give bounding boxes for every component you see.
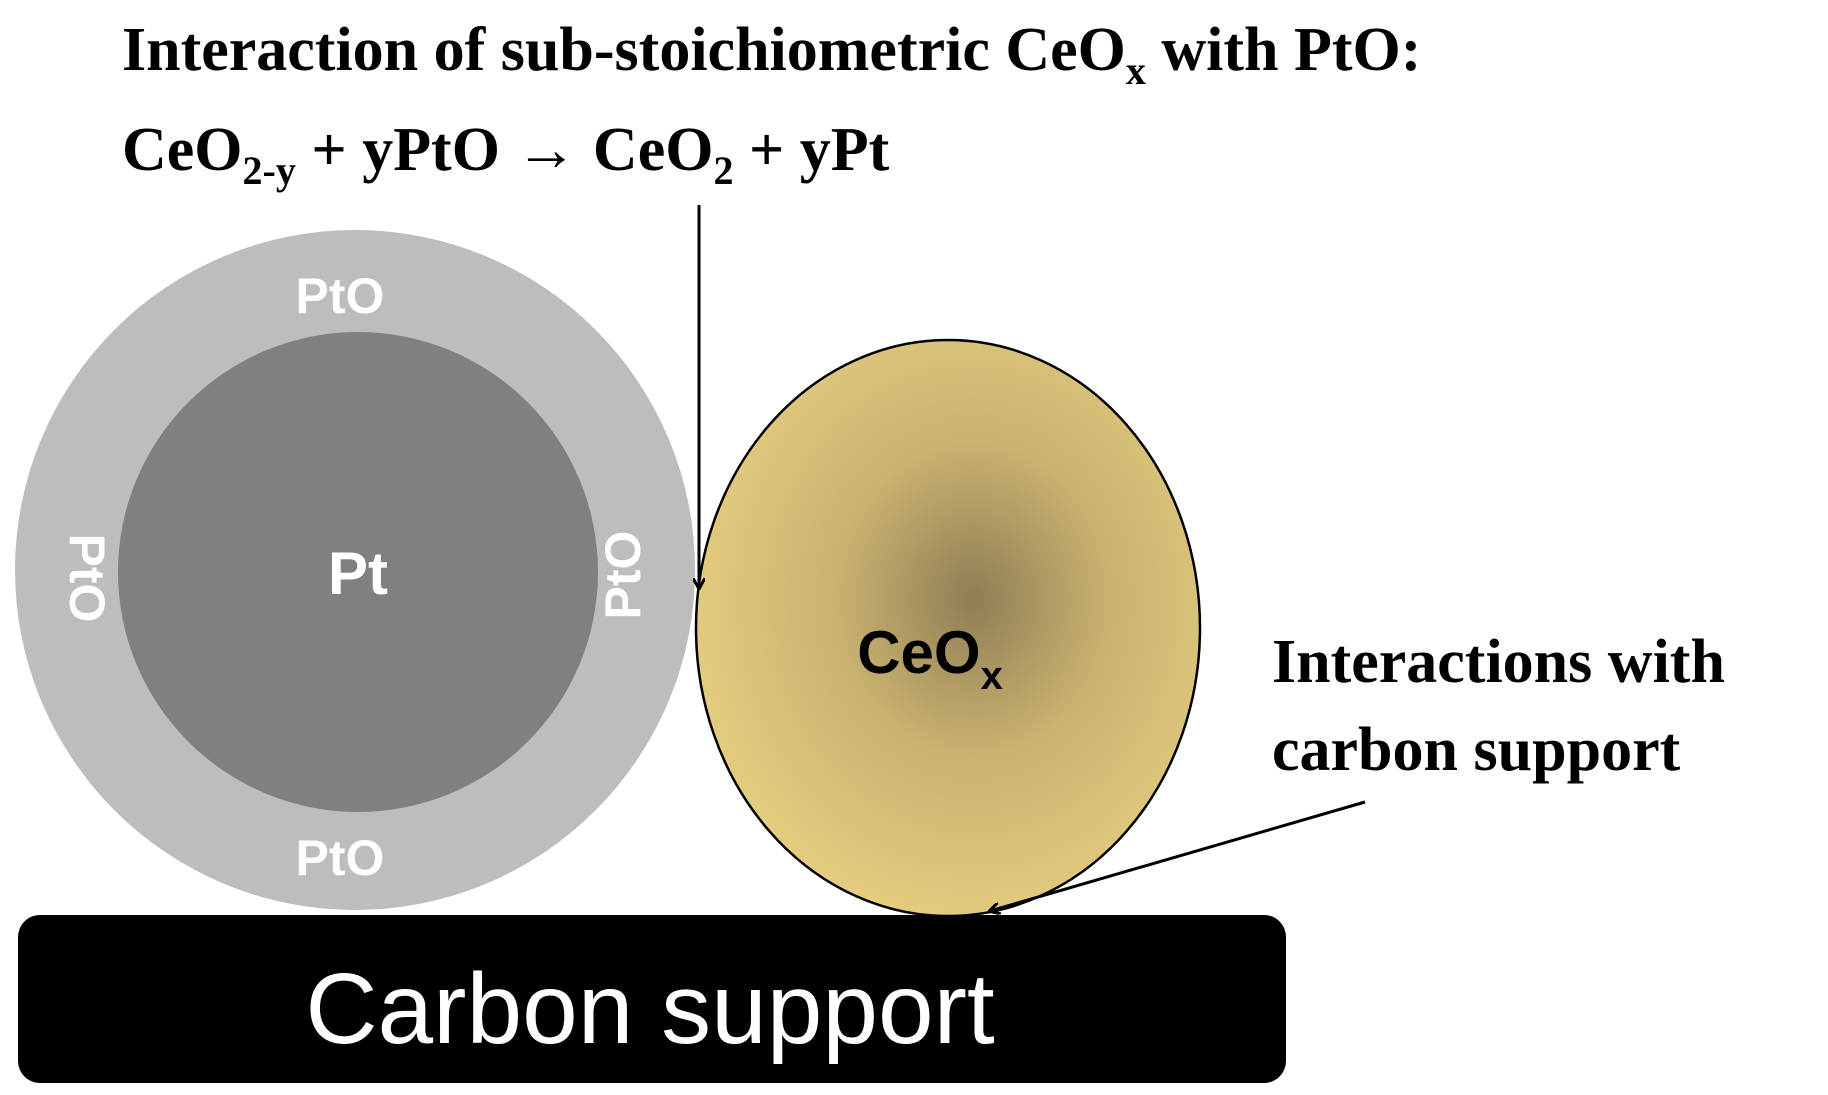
support-annotation-line-1: Interactions with <box>1272 628 1725 696</box>
headline-line-1-suffix: with PtO: <box>1146 16 1422 84</box>
pt-core-label: Pt <box>328 540 388 607</box>
headline-line-1: Interaction of sub-stoichiometric CeOx w… <box>122 16 1421 93</box>
headline-line-1-prefix: Interaction of sub-stoichiometric CeO <box>122 16 1126 84</box>
ceria-label-main: CeO <box>857 619 980 686</box>
ceria-label: CeOx <box>857 619 1003 698</box>
support-annotation-arrow <box>990 800 1366 911</box>
ceria-label-subscript: x <box>981 654 1003 698</box>
pt-core-circle <box>118 332 598 812</box>
carbon-support-label: Carbon support <box>305 953 995 1065</box>
reaction-reactant-ceo: CeO <box>122 116 243 184</box>
reaction-equation: CeO2-y + yPtO → CeO2 + yPt <box>122 116 890 193</box>
reaction-middle: + yPtO → CeO <box>296 116 714 184</box>
pto-shell-label-right: PtO <box>595 531 651 620</box>
support-annotation-line-2: carbon support <box>1272 716 1681 784</box>
pto-shell-label-left: PtO <box>59 534 115 623</box>
pto-shell-label-bottom: PtO <box>296 830 385 886</box>
reaction-end: + yPt <box>733 116 889 184</box>
pto-shell-label-top: PtO <box>296 268 385 324</box>
carbon-support-bar <box>18 915 1286 1083</box>
reaction-reactant-subscript: 2-y <box>243 148 296 193</box>
headline-line-1-subscript: x <box>1126 48 1146 93</box>
reaction-product-subscript: 2 <box>713 148 733 193</box>
